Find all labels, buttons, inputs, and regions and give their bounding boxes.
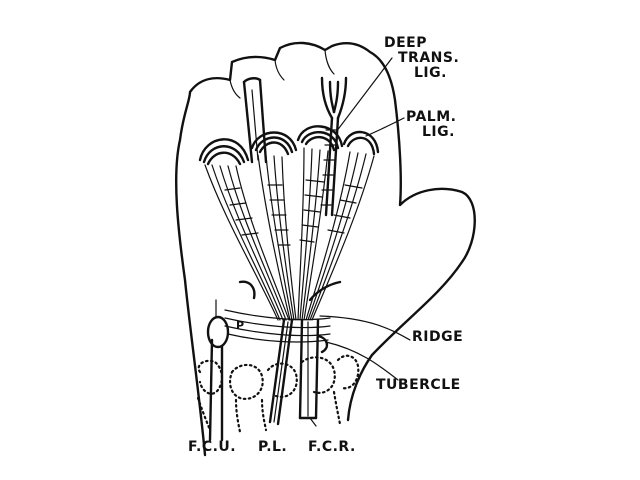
label-trans: TRANS.: [398, 50, 460, 66]
transverse-fibers: [224, 179, 363, 246]
metacarpal-heads: [198, 125, 380, 166]
label-palm: PALM.: [406, 109, 457, 125]
label-lig-2: LIG.: [422, 124, 455, 140]
forked-tendon: [320, 76, 348, 217]
leader-palm-lig: [365, 117, 405, 137]
pisiform-bone: [206, 315, 230, 349]
label-pl: P.L.: [258, 439, 288, 455]
label-fcu: F.C.U.: [188, 439, 237, 455]
leader-fcr: [309, 417, 317, 427]
label-p-marker: P: [236, 319, 245, 332]
fcu-tendon: [208, 299, 224, 442]
leader-lines: [309, 57, 411, 427]
carpal-bones-dotted: [196, 354, 360, 434]
tubercle-curl: [316, 334, 329, 354]
label-ridge: RIDGE: [412, 329, 464, 345]
label-deep-trans-lig: DEEP TRANS. LIG.: [384, 36, 459, 81]
pisiform-hook: [238, 280, 256, 300]
label-fcr: F.C.R.: [308, 439, 356, 455]
palmar-fascia-bands: [204, 147, 375, 321]
leader-tubercle: [325, 341, 399, 381]
leader-deep-trans-lig: [335, 57, 393, 133]
hand-outline: [174, 41, 476, 457]
pl-tendon: [268, 318, 294, 426]
label-palm-lig: PALM. LIG.: [406, 110, 456, 140]
label-deep: DEEP: [384, 35, 428, 51]
leader-ridge: [319, 315, 411, 341]
finger-cleft-lines: [229, 49, 335, 99]
flexor-tendon-stub: [242, 77, 268, 164]
label-tubercle: TUBERCLE: [376, 377, 461, 393]
label-lig-1: LIG.: [414, 65, 447, 81]
